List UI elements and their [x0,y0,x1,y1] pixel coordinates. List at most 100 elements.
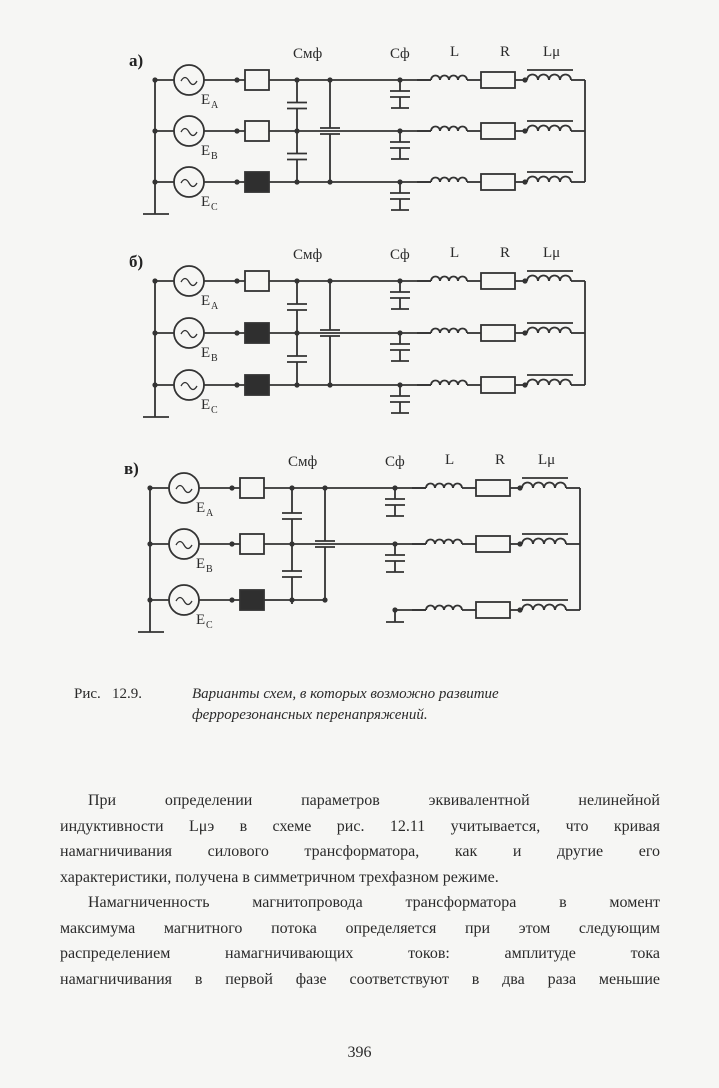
source-label: E [196,612,205,628]
source-subscript: B [206,564,213,575]
junction-dot [152,179,158,185]
switch-box [244,120,270,142]
caption-number: Рис. 12.9. [74,686,143,702]
switch-open-box [244,322,270,344]
label-cmf: Cмф [293,247,322,263]
sine-wave-icon [180,76,198,86]
junction-dot [294,179,300,185]
junction-dot [327,382,333,388]
junction-dot [327,77,333,83]
source-label: E [201,143,210,159]
label-r: R [500,44,510,60]
label-cf: Cф [385,454,405,470]
sine-wave-icon [180,381,198,391]
switch-open-box [239,589,265,611]
junction-dot [234,330,240,336]
sine-wave-icon [180,277,198,287]
inductor-l [430,275,468,282]
label-l: L [450,44,459,60]
inductor-l [430,125,468,132]
text-line: намагничивания силового трансформатора, … [60,843,660,860]
inductor-lmu [526,378,572,386]
junction-dot [322,485,328,491]
junction-dot [229,485,235,491]
label-lmu: Lμ [538,452,555,468]
junction-dot [234,128,240,134]
panel-label: в) [124,459,139,478]
inductor-l [430,74,468,81]
source-label: E [201,345,210,361]
switch-box [239,477,265,499]
label-r: R [500,245,510,261]
junction-dot [229,541,235,547]
source-label: E [196,556,205,572]
source-subscript: B [211,151,218,162]
junction-dot [234,382,240,388]
switch-box [244,270,270,292]
junction-dot [234,77,240,83]
text-line: Намагниченность магнитопровода трансформ… [88,894,660,911]
label-l: L [450,245,459,261]
page-number: 396 [347,1044,372,1061]
label-lmu: Lμ [543,245,560,261]
label-lmu: Lμ [543,44,560,60]
text-line: При определении параметров эквивалентной… [88,792,660,809]
junction-dot [294,330,300,336]
label-l: L [445,452,454,468]
text-line: намагничивания в первой фазе соответству… [60,970,660,988]
paragraph-2: Намагниченность магнитопровода трансформ… [60,890,660,992]
sine-wave-icon [180,329,198,339]
label-cf: Cф [390,46,410,62]
junction-dot [152,128,158,134]
label-cmf: Cмф [288,454,317,470]
junction-dot [294,278,300,284]
junction-dot [147,541,153,547]
inductor-l [430,327,468,334]
switch-open-box [244,374,270,396]
inductor-lmu [521,481,567,489]
source-subscript: C [211,202,218,213]
junction-dot [289,485,295,491]
caption-text-line1: Варианты схем, в которых возможно развит… [192,686,499,702]
label-cf: Cф [390,247,410,263]
text-line: распределением намагничивающих токов: ам… [60,945,660,962]
junction-dot [147,597,153,603]
body-text: При определении параметров эквивалентной… [60,788,660,992]
junction-dot [294,382,300,388]
caption-text-line2: феррорезонансных перенапряжений. [192,707,428,723]
panel-label: а) [129,51,143,70]
junction-dot [234,179,240,185]
inductor-l [425,604,463,611]
junction-dot [152,278,158,284]
junction-dot [152,382,158,388]
source-label: E [196,500,205,516]
source-subscript: C [206,620,213,631]
source-subscript: B [211,353,218,364]
switch-box [244,69,270,91]
junction-dot [234,278,240,284]
inductor-lmu [526,124,572,132]
junction-dot [327,179,333,185]
junction-dot [229,597,235,603]
junction-dot [294,77,300,83]
inductor-lmu [526,274,572,282]
source-subscript: A [206,508,214,519]
switch-box [239,533,265,555]
figure-caption: Рис. 12.9. Варианты схем, в которых возмо… [74,684,674,726]
text-line: характеристики, получена в симметричном … [60,868,499,886]
source-label: E [201,92,210,108]
switch-open-box [244,171,270,193]
junction-dot [322,597,328,603]
text-line: максимума магнитного потока определяется… [60,919,660,937]
sine-wave-icon [180,127,198,137]
sine-wave-icon [175,540,193,550]
inductor-l [430,379,468,386]
source-subscript: A [211,301,219,312]
source-subscript: C [211,405,218,416]
panel-label: б) [129,252,143,271]
